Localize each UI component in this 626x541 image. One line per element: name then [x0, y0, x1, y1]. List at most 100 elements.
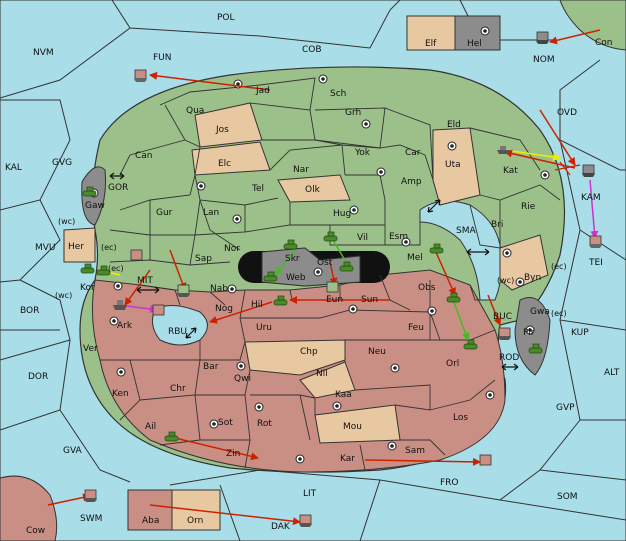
region-label-feu: Feu — [408, 323, 424, 333]
region-label-sch: Sch — [330, 89, 346, 99]
passage-sma-ne — [427, 199, 441, 213]
supply-center-23 — [254, 402, 264, 412]
region-label-chp: Chp — [300, 347, 318, 357]
supply-center-6 — [196, 181, 206, 191]
fleet-unit-8[interactable] — [152, 304, 165, 316]
fleet-unit-14[interactable] — [299, 514, 312, 527]
region-label-car: Car — [405, 148, 421, 158]
army-unit-5[interactable] — [323, 231, 338, 242]
region-label-vil: Vil — [357, 233, 368, 243]
order-arrow-3 — [539, 109, 576, 166]
fleet-unit-12[interactable] — [479, 454, 492, 466]
fleet-unit-10[interactable] — [326, 281, 339, 293]
region-label-nar: Nar — [293, 165, 309, 175]
region-label-fun: FUN — [153, 53, 172, 63]
region-label-qwi: Qwi — [234, 374, 251, 384]
fleet-unit-3[interactable] — [497, 146, 510, 154]
region-label-nor: Nor — [224, 244, 240, 254]
region-label-gor: GOR — [108, 183, 128, 193]
order-arrows — [47, 29, 601, 526]
supply-center-25 — [295, 454, 305, 464]
fleet-unit-6[interactable] — [130, 249, 143, 261]
fleet-unit-11[interactable] — [498, 327, 511, 340]
region-label-bri: Bri — [491, 220, 503, 230]
region-label-lan: Lan — [203, 208, 219, 218]
fleet-unit-9[interactable] — [177, 284, 190, 297]
army-unit-8[interactable] — [273, 295, 288, 306]
region-label-mel: Mel — [407, 253, 423, 263]
supply-center-17 — [109, 316, 119, 326]
region-labels: POL COB FUN NVM Con NOM Elf Hel Jad Sch … — [5, 13, 620, 536]
region-label-ovd: OVD — [557, 108, 577, 118]
region-label-dak: DAK — [271, 522, 291, 532]
passage-sma — [466, 248, 490, 256]
order-arrow-14 — [274, 249, 296, 276]
region-label-sam: Sam — [405, 446, 425, 456]
fleet-unit-5[interactable] — [589, 235, 602, 248]
region-label-alt: ALT — [604, 368, 620, 378]
army-unit-3[interactable] — [96, 265, 111, 276]
region-label-orn: Orn — [187, 516, 203, 526]
passage-mit — [136, 286, 160, 294]
supply-center-8 — [349, 205, 359, 215]
gray-inner-provinces — [261, 247, 361, 287]
sea-sma — [419, 200, 503, 301]
region-label-gaw: Gaw — [85, 201, 105, 211]
fleet-unit-4[interactable] — [582, 164, 595, 177]
region-label-gva: GVA — [63, 446, 83, 456]
region-label-jad: Jad — [255, 86, 270, 96]
region-label-jos: Jos — [215, 125, 229, 135]
fleet-unit-1[interactable] — [134, 69, 147, 82]
region-label-chr: Chr — [170, 384, 186, 394]
coast-label-wc-kor: (wc) — [55, 291, 72, 300]
supply-center-7 — [376, 167, 386, 177]
order-arrow-18 — [487, 294, 502, 326]
army-unit-13[interactable] — [164, 431, 179, 442]
army-unit-2[interactable] — [80, 263, 95, 274]
region-label-mou: Mou — [343, 422, 362, 432]
fleet-unit-2[interactable] — [536, 31, 549, 44]
region-label-sap: Sap — [195, 254, 212, 264]
army-unit-4[interactable] — [283, 239, 298, 250]
order-arrow-4 — [589, 179, 599, 239]
order-arrow-19 — [174, 437, 259, 461]
fleet-unit-13[interactable] — [84, 489, 97, 502]
region-label-mvu: MVU — [35, 243, 56, 253]
region-label-elc: Elc — [218, 159, 231, 169]
army-unit-10[interactable] — [446, 292, 461, 303]
army-unit-1[interactable] — [82, 186, 97, 197]
region-label-nil: Nil — [316, 369, 328, 379]
region-label-obs: Obs — [418, 283, 436, 293]
fleet-unit-7[interactable] — [113, 300, 127, 310]
army-unit-9[interactable] — [429, 243, 444, 254]
supply-center-14 — [227, 284, 237, 294]
region-label-eld: Eld — [447, 120, 461, 130]
region-label-tel: Tel — [251, 184, 264, 194]
supply-center-20 — [116, 367, 126, 377]
passage-rod — [501, 363, 519, 371]
order-arrow-6 — [504, 149, 576, 169]
green-offmap — [559, 0, 626, 51]
region-label-gvp: GVP — [556, 403, 575, 413]
passage-gor — [109, 172, 125, 180]
region-label-buc: BUC — [493, 312, 512, 322]
region-label-esm: Esm — [389, 232, 408, 242]
army-unit-11[interactable] — [463, 339, 478, 350]
region-label-cob: COB — [302, 45, 322, 55]
region-label-neu: Neu — [368, 347, 386, 357]
region-label-rbu: RBU — [168, 327, 187, 337]
region-label-amp: Amp — [401, 177, 422, 187]
region-label-ail: Ail — [145, 422, 156, 432]
region-label-skr: Skr — [285, 254, 300, 264]
coast-label-wc-byn: (wc) — [497, 276, 514, 285]
army-unit-7[interactable] — [263, 271, 278, 282]
supply-center-24 — [209, 419, 219, 429]
army-unit-12[interactable] — [528, 343, 543, 354]
region-label-som: SOM — [557, 492, 578, 502]
supply-center-2 — [318, 74, 328, 84]
region-label-nvm: NVM — [33, 48, 54, 58]
army-unit-6[interactable] — [339, 261, 354, 272]
supply-centers — [89, 26, 550, 464]
